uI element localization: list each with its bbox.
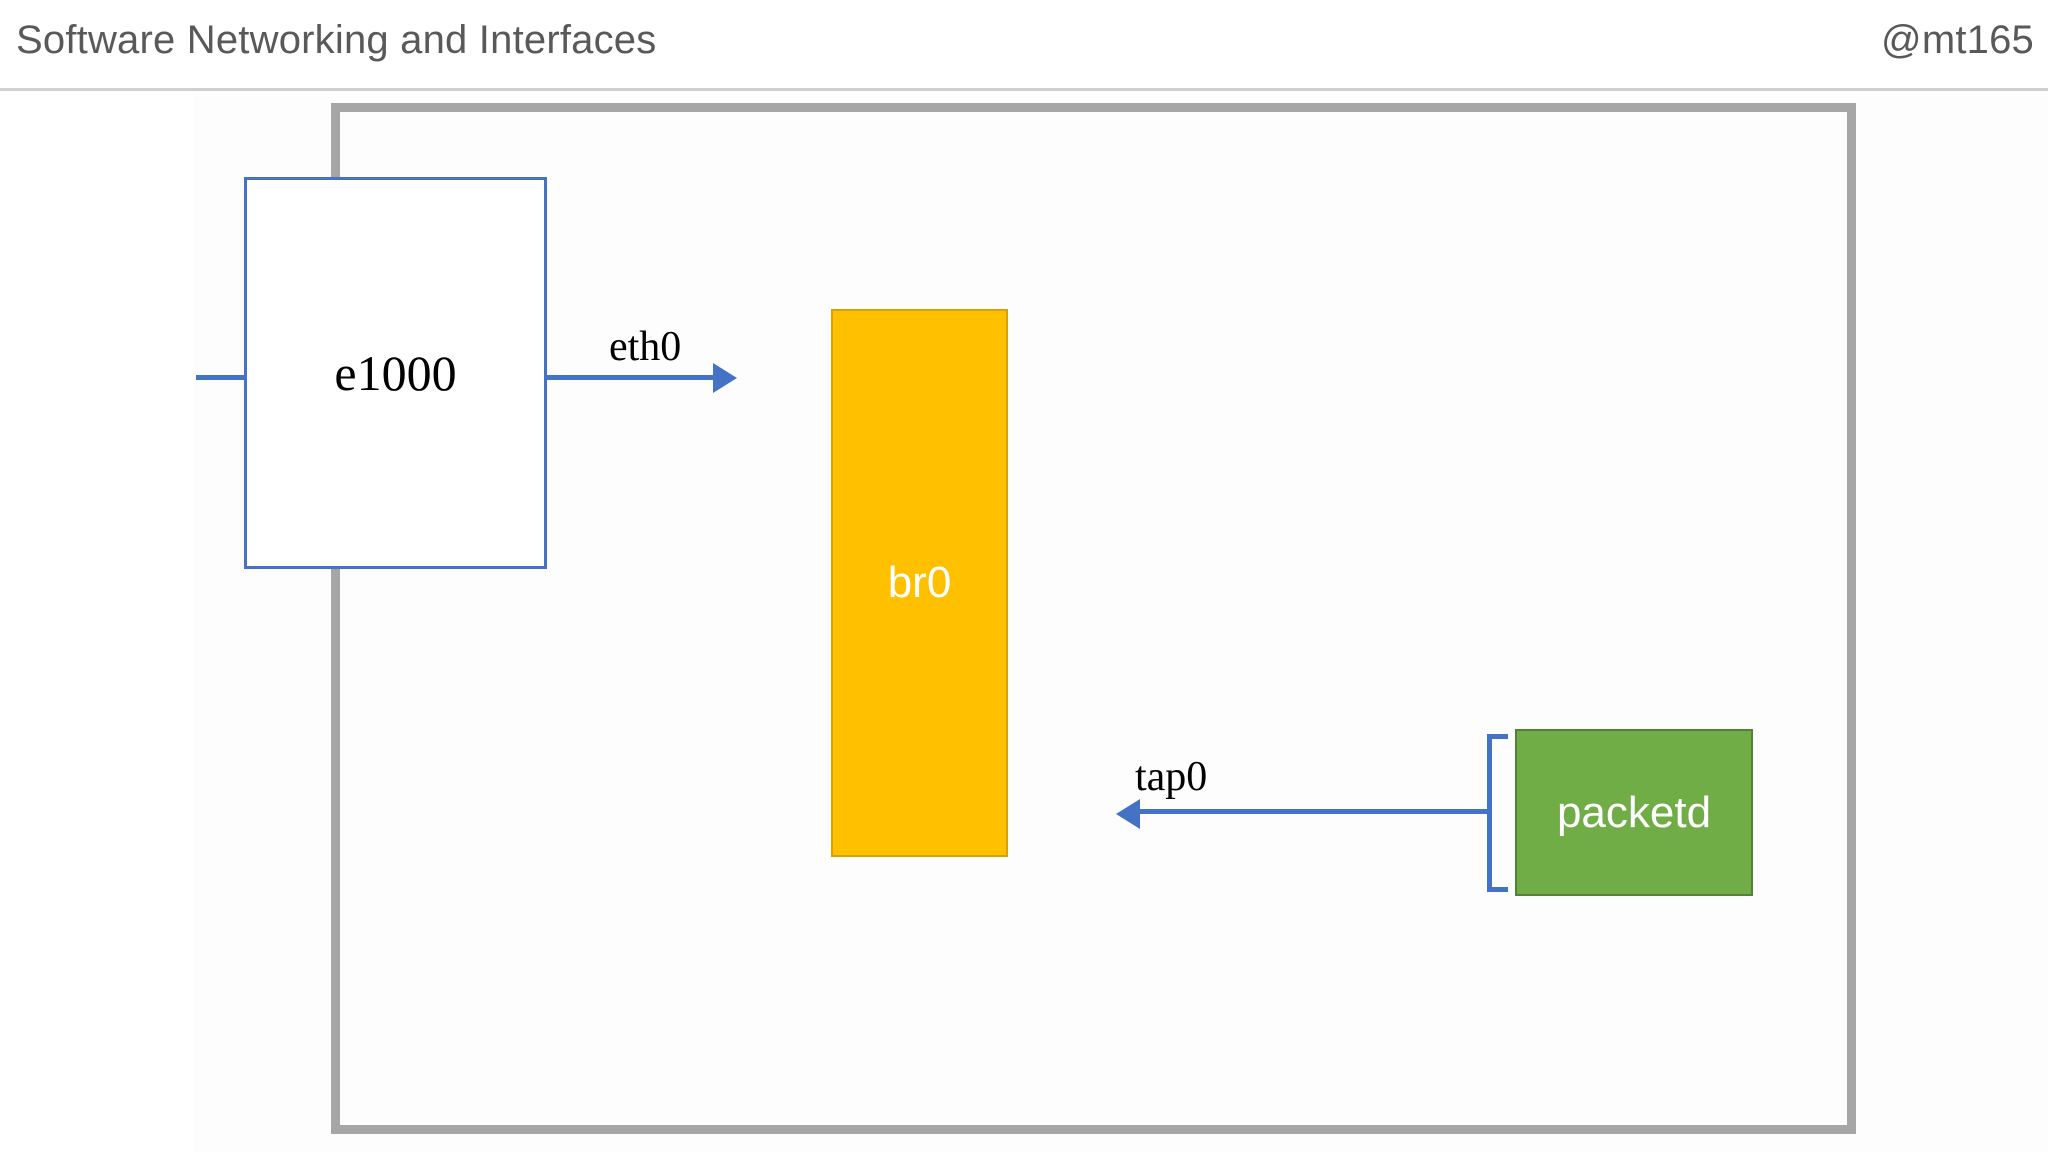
slide-canvas: e1000 eth0 br0 tap0 packetd	[0, 91, 2048, 1152]
author-handle: @mt165	[1881, 18, 2034, 62]
slide-header: Software Networking and Interfaces @mt16…	[0, 0, 2048, 88]
tap0-arrow-line	[1140, 809, 1489, 814]
tap0-arrow-head-icon	[1116, 799, 1140, 829]
eth0-arrow-line	[547, 375, 715, 380]
eth0-link-label: eth0	[609, 324, 682, 370]
node-br0[interactable]: br0	[831, 309, 1008, 857]
packetd-bracket-top-tick	[1487, 734, 1508, 739]
packetd-bracket-bottom-tick	[1487, 887, 1508, 892]
header-divider	[0, 88, 2048, 91]
node-packetd-label: packetd	[1556, 787, 1712, 837]
uplink-stub-line	[196, 375, 248, 380]
host-boundary-rect	[331, 103, 1856, 1134]
packetd-bracket-stem	[1487, 734, 1492, 892]
node-packetd[interactable]: packetd	[1515, 729, 1753, 896]
node-e1000[interactable]: e1000	[244, 177, 547, 569]
node-e1000-label: e1000	[334, 345, 457, 401]
node-br0-label: br0	[887, 558, 952, 607]
tap0-link-label: tap0	[1135, 754, 1208, 800]
page-title: Software Networking and Interfaces	[16, 18, 657, 62]
eth0-arrow-head-icon	[713, 363, 737, 393]
